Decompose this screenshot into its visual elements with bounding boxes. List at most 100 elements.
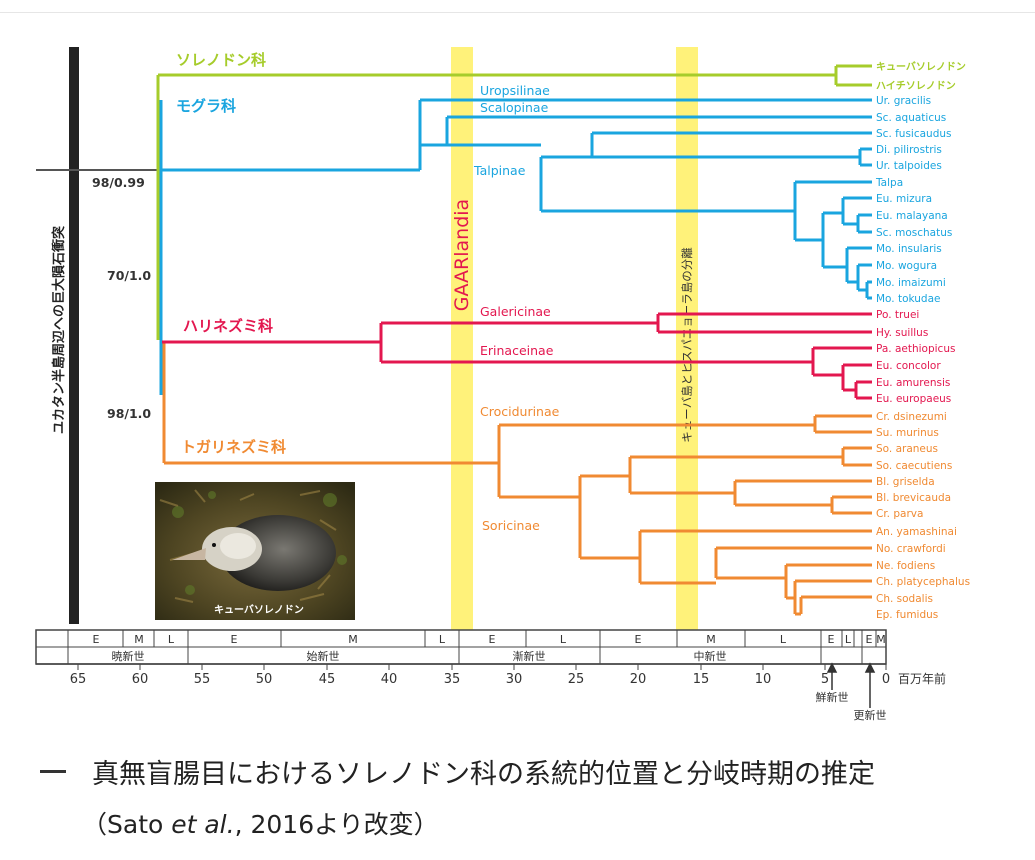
epoch-label: 暁新世	[112, 649, 145, 663]
taxon-label: Eu. concolor	[876, 360, 941, 372]
taxon-label: Sc. fusicaudus	[876, 128, 952, 140]
tick-label: 50	[256, 672, 273, 687]
subfamily-label: Crocidurinae	[480, 404, 560, 419]
taxon-label: Sc. aquaticus	[876, 112, 946, 124]
taxon-label: Sc. moschatus	[876, 227, 952, 239]
cuba-split-label: キューバ島とヒスパニョーラ島の分離	[680, 247, 694, 443]
hari-clade	[164, 312, 872, 400]
gaarlandia-band	[451, 47, 473, 630]
tick-label: 65	[70, 672, 87, 687]
taxon-label: Po. truei	[876, 309, 919, 321]
subdivision-label: L	[780, 633, 787, 646]
tick-label: 10	[755, 672, 772, 687]
gaarlandia-label: GAARlandia	[451, 199, 473, 311]
subdivision-label: M	[706, 633, 716, 646]
subfamily-label: Soricinae	[482, 518, 540, 533]
toga-clade	[164, 414, 872, 616]
subdivision-label: E	[489, 633, 496, 646]
cuba-split-band	[676, 47, 698, 630]
solenodon-photo: キューバソレノドン	[155, 482, 355, 620]
support-value: 98/0.99	[92, 175, 145, 190]
pleistocene-label: 更新世	[854, 708, 887, 722]
taxon-label: Talpa	[875, 177, 903, 189]
epoch-label: 漸新世	[513, 649, 546, 663]
taxon-label: キューバソレノドン	[876, 61, 966, 73]
phylogeny-figure: ユカタン半島周辺への巨大隕石衝突 GAARlandia キューバ島とヒスパニョー…	[35, 47, 970, 722]
caption-dash-icon	[40, 770, 66, 773]
taxon-label: Ch. platycephalus	[876, 576, 970, 588]
figure-caption: 真無盲腸目におけるソレノドン科の系統的位置と分岐時期の推定 （Sato et a…	[38, 752, 1028, 841]
tick-label: 25	[568, 672, 585, 687]
epoch-label: 中新世	[694, 649, 727, 663]
subfamily-label: Uropsilinae	[480, 83, 550, 98]
tick-label: 35	[444, 672, 461, 687]
taxon-label: Bl. brevicauda	[876, 492, 951, 504]
subfamily-label: Talpinae	[473, 163, 526, 178]
taxa-toga: Cr. dsinezumi Su. murinus So. araneus So…	[876, 411, 970, 621]
taxa-hari: Po. truei Hy. suillus Pa. aethiopicus Eu…	[876, 309, 955, 405]
time-unit: 百万年前	[898, 671, 946, 686]
taxon-label: Cr. dsinezumi	[876, 411, 947, 423]
taxa-soleno: キューバソレノドン ハイチソレノドン	[876, 61, 966, 92]
epoch-label: 始新世	[307, 649, 340, 663]
taxon-label: Cr. parva	[876, 508, 923, 520]
taxa-mogura: Ur. gracilis Sc. aquaticus Sc. fusicaudu…	[875, 95, 952, 305]
subdivision-label: L	[439, 633, 446, 646]
taxon-label: Ur. gracilis	[876, 95, 931, 107]
tick-label: 55	[194, 672, 211, 687]
support-value: 70/1.0	[107, 268, 151, 283]
citation-author: （Sato	[82, 810, 172, 839]
subfamily-label: Galericinae	[480, 304, 551, 319]
taxon-label: Ur. talpoides	[876, 160, 942, 172]
subdivision-label: E	[828, 633, 835, 646]
impact-label: ユカタン半島周辺への巨大隕石衝突	[51, 226, 67, 434]
subdivision-label: L	[560, 633, 567, 646]
subdivision-label: M	[348, 633, 358, 646]
taxon-label: Su. murinus	[876, 427, 939, 439]
taxon-label: Eu. europaeus	[876, 393, 951, 405]
subdivision-label: E	[635, 633, 642, 646]
citation-source: , 2016より改変）	[234, 810, 439, 839]
family-label-mogura: モグラ科	[176, 97, 236, 115]
tick-label: 5	[821, 672, 829, 687]
caption-title-text: 真無盲腸目におけるソレノドン科の系統的位置と分岐時期の推定	[92, 759, 875, 790]
taxon-label: Eu. amurensis	[876, 377, 950, 389]
subdivision-label: M	[876, 633, 886, 646]
mogura-clade	[161, 98, 872, 300]
subdivision-label: L	[168, 633, 175, 646]
photo-caption: キューバソレノドン	[214, 604, 304, 616]
taxon-label: ハイチソレノドン	[876, 80, 956, 92]
tick-label: 60	[132, 672, 149, 687]
citation-etal: et al.	[171, 810, 235, 839]
support-value: 98/1.0	[107, 406, 151, 421]
taxon-label: Di. pilirostris	[876, 144, 942, 156]
tick-label: 45	[319, 672, 336, 687]
taxon-label: So. caecutiens	[876, 460, 952, 472]
pliocene-label: 鮮新世	[816, 690, 849, 704]
taxon-label: Mo. imaizumi	[876, 277, 946, 289]
taxon-label: So. araneus	[876, 443, 938, 455]
taxon-label: Mo. wogura	[876, 260, 937, 272]
family-label-hari: ハリネズミ科	[183, 317, 273, 335]
subfamily-label: Erinaceinae	[480, 343, 554, 358]
taxon-label: Eu. malayana	[876, 210, 948, 222]
taxon-label: Ne. fodiens	[876, 560, 935, 572]
taxon-label: Ch. sodalis	[876, 593, 933, 605]
tick-label: 15	[693, 672, 710, 687]
subdivision-label: L	[845, 633, 852, 646]
taxon-label: Eu. mizura	[876, 193, 932, 205]
soleno-clade	[158, 64, 872, 87]
taxon-label: Mo. insularis	[876, 243, 942, 255]
family-label-toga: トガリネズミ科	[181, 438, 286, 456]
tick-label: 20	[630, 672, 647, 687]
taxon-label: Ep. fumidus	[876, 609, 938, 621]
taxon-label: Mo. tokudae	[876, 293, 941, 305]
taxon-label: Hy. suillus	[876, 327, 928, 339]
impact-bar	[69, 47, 79, 624]
tick-label: 0	[882, 672, 890, 687]
taxon-label: Bl. griselda	[876, 476, 935, 488]
family-label-soleno: ソレノドン科	[176, 51, 266, 69]
subfamily-label: Scalopinae	[480, 100, 549, 115]
caption-title: 真無盲腸目におけるソレノドン科の系統的位置と分岐時期の推定	[38, 752, 1028, 791]
root-stems	[156, 75, 166, 463]
